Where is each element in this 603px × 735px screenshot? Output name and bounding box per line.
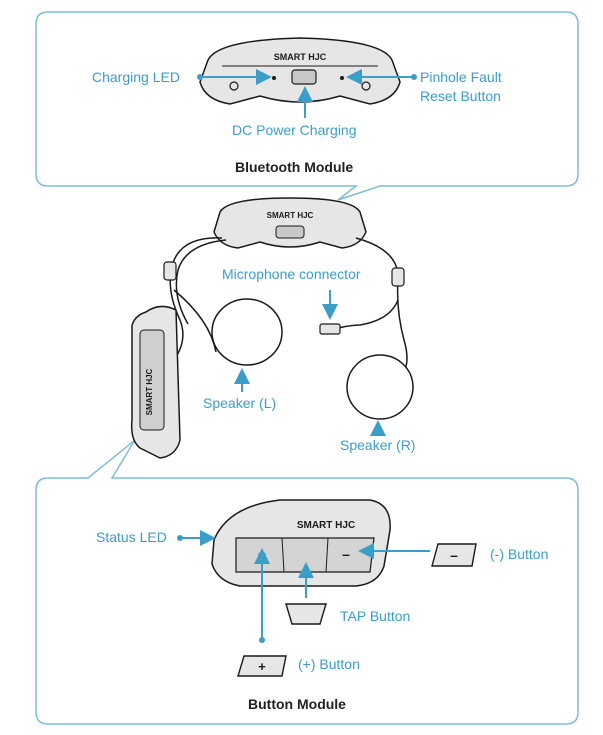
button-callouts — [180, 530, 430, 640]
bluetooth-module-device: SMART HJC — [199, 37, 401, 105]
cable-ferrite-left — [163, 261, 177, 281]
headset-callouts — [234, 290, 386, 436]
speaker-right — [346, 354, 414, 420]
status-led-dot — [177, 535, 183, 541]
minus-button-label: (-) Button — [490, 546, 549, 562]
bluetooth-device-brand: SMART HJC — [274, 52, 327, 62]
plus-line-dot — [259, 637, 265, 643]
bluetooth-module-title: Bluetooth Module — [235, 159, 354, 175]
headset-button-module: SMART HJC — [130, 305, 181, 459]
plus-button-label: (+) Button — [298, 656, 360, 672]
dc-power-charging-label: DC Power Charging — [232, 122, 357, 138]
speaker-right-label: Speaker (R) — [340, 437, 416, 453]
cable-ferrite-right — [391, 267, 405, 287]
tap-button-part — [285, 603, 327, 625]
button-device-brand: SMART HJC — [297, 520, 355, 531]
charging-led-dot — [197, 74, 203, 80]
bluetooth-callouts — [200, 69, 414, 118]
pinhole-fault-label: Pinhole Fault — [420, 69, 502, 85]
button-module-title: Button Module — [248, 696, 346, 712]
svg-text:SMART HJC: SMART HJC — [145, 368, 154, 415]
reset-button-label: Reset Button — [420, 88, 501, 104]
plus-button-symbol: + — [258, 659, 266, 674]
pinhole-dot — [411, 74, 417, 80]
microphone-connector-label: Microphone connector — [222, 266, 361, 282]
microphone-connector-plug — [319, 323, 341, 335]
button-module-device: SMART HJC + – — [211, 499, 391, 587]
plus-button-part — [237, 655, 287, 677]
tap-button-label: TAP Button — [340, 608, 411, 624]
bluetooth-module-panel — [35, 11, 579, 201]
headset-bluetooth-module: SMART HJC — [213, 197, 367, 249]
headset-cables — [169, 237, 408, 373]
button-device-minus: – — [342, 546, 350, 562]
status-led-label: Status LED — [96, 529, 167, 545]
minus-button-symbol: – — [450, 547, 458, 563]
speaker-left — [211, 298, 283, 366]
minus-button-part — [431, 543, 477, 567]
headset-device-brand: SMART HJC — [267, 211, 314, 220]
speaker-left-label: Speaker (L) — [203, 395, 277, 411]
charging-led-label: Charging LED — [92, 69, 180, 85]
